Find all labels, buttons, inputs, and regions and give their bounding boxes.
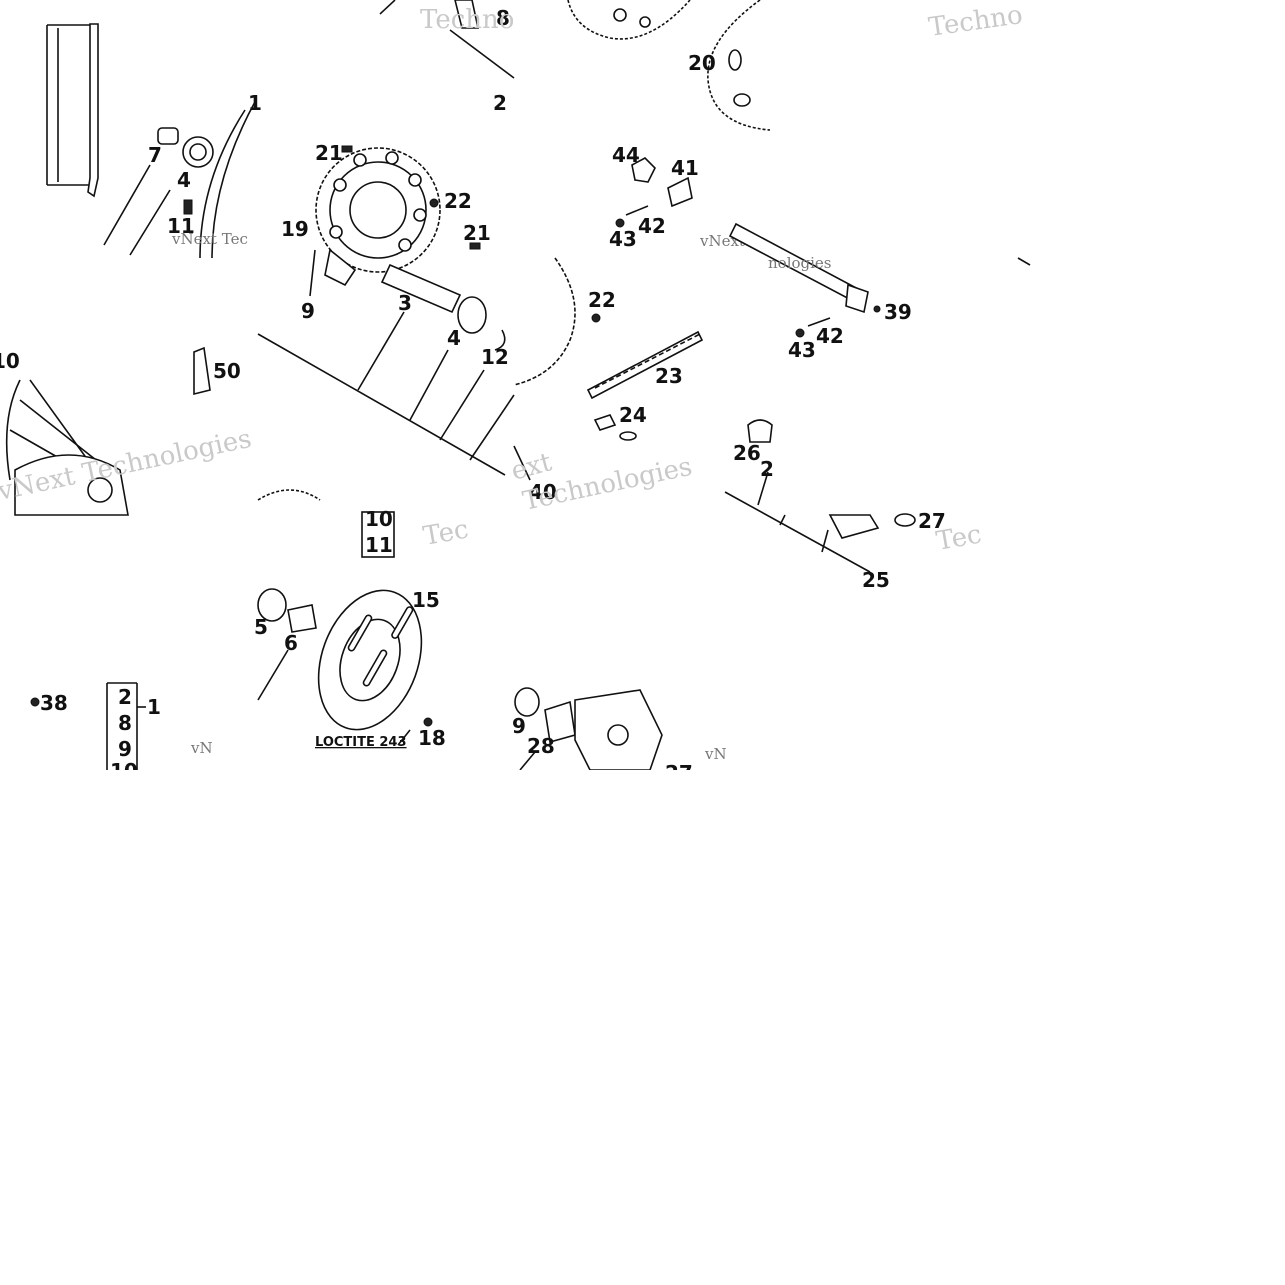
callout-4b: 4	[447, 326, 461, 350]
callout-7: 7	[148, 143, 162, 167]
callout-22b: 22	[588, 288, 616, 312]
callout-6: 6	[284, 631, 298, 655]
bushing-part	[747, 419, 773, 443]
brake-disc-part	[317, 589, 423, 731]
axle-tile	[728, 222, 1031, 338]
link-part	[593, 414, 617, 431]
nut-part	[429, 198, 439, 208]
callout-43: 43	[609, 227, 637, 251]
kit-item-10: 10	[365, 507, 393, 531]
watermark-vn: vN	[190, 739, 213, 757]
caliper-tile	[724, 419, 916, 573]
spacer-part	[157, 127, 179, 145]
callout-15: 15	[412, 588, 440, 612]
callout-40: 40	[529, 480, 557, 504]
bearing-part-2	[457, 296, 487, 334]
callout-23: 23	[655, 364, 683, 388]
callout-8: 8	[496, 6, 510, 30]
axle-spacer-part	[380, 263, 462, 314]
spoke-tile	[46, 23, 257, 259]
callout-50: 50	[213, 359, 241, 383]
callout-25: 25	[862, 568, 890, 592]
watermark-vnext: vNext Tec	[171, 230, 248, 248]
callout-26: 26	[733, 441, 761, 465]
callout-18: 18	[418, 726, 446, 750]
wheel-hub-tile	[5, 346, 211, 516]
callout-3: 3	[398, 291, 412, 315]
kit-item-11: 11	[365, 533, 393, 557]
bolt-part	[341, 145, 353, 153]
callout-2b: 2	[760, 457, 774, 481]
callout-24: 24	[619, 403, 647, 427]
bolt-part-2	[469, 242, 481, 250]
callout-20: 20	[688, 51, 716, 75]
valve-part	[193, 346, 211, 396]
callout-21b: 21	[463, 221, 491, 245]
kit-item-9: 9	[118, 737, 132, 761]
kit-item-2: 2	[118, 685, 132, 709]
hub-bearing-tile	[514, 687, 663, 771]
adjuster-plate-part	[667, 176, 693, 208]
callout-21: 21	[315, 141, 343, 165]
watermark-techno: Techno	[420, 5, 514, 35]
callout-39: 39	[884, 300, 912, 324]
callout-2: 2	[493, 91, 507, 115]
chain-part	[586, 330, 704, 400]
callout-19: 19	[281, 217, 309, 241]
callout-9: 9	[301, 299, 315, 323]
caliper-part	[828, 514, 880, 539]
spoke-part	[87, 23, 99, 198]
callout-42b: 42	[816, 324, 844, 348]
carrier-part	[324, 248, 357, 287]
callout-4: 4	[177, 168, 191, 192]
watermark-tec-2: Tec	[421, 514, 471, 551]
callout-22: 22	[444, 189, 472, 213]
blank-area	[0, 770, 1285, 1285]
screw-part	[183, 199, 193, 215]
callout-11: 11	[167, 214, 195, 238]
callout-9b: 9	[512, 714, 526, 738]
chain-adjuster-tile	[615, 157, 693, 228]
callout-42: 42	[638, 214, 666, 238]
watermark-technologies: nologies	[768, 254, 832, 272]
callout-43b: 43	[788, 338, 816, 362]
sprocket-top-tile	[567, 0, 771, 131]
seal-part	[257, 588, 287, 622]
loctite-note: LOCTITE 243	[315, 735, 407, 750]
callout-38: 38	[40, 691, 68, 715]
callout-12: 12	[481, 345, 509, 369]
callout-5: 5	[254, 615, 268, 639]
callout-27: 27	[918, 509, 946, 533]
kit-group-1: 1	[147, 695, 161, 719]
brake-disc-tile	[257, 511, 433, 746]
spacer-part-2	[287, 604, 317, 633]
bracket-tile	[379, 0, 515, 79]
watermark-vn-2: vN	[704, 745, 727, 763]
adjuster-nut-part	[631, 157, 656, 183]
callout-28: 28	[527, 734, 555, 758]
callout-10: 10	[0, 349, 20, 373]
rear-sprocket-tile	[257, 145, 515, 501]
watermark-techno-2: Techno	[927, 0, 1025, 43]
callout-44: 44	[612, 143, 640, 167]
bracket-part	[454, 0, 479, 29]
callout-41: 41	[671, 156, 699, 180]
chain-tile	[513, 257, 704, 481]
kit-box	[30, 682, 146, 770]
callout-1: 1	[248, 91, 262, 115]
watermark-tec: Tec	[934, 519, 984, 556]
kit-item-8: 8	[118, 711, 132, 735]
